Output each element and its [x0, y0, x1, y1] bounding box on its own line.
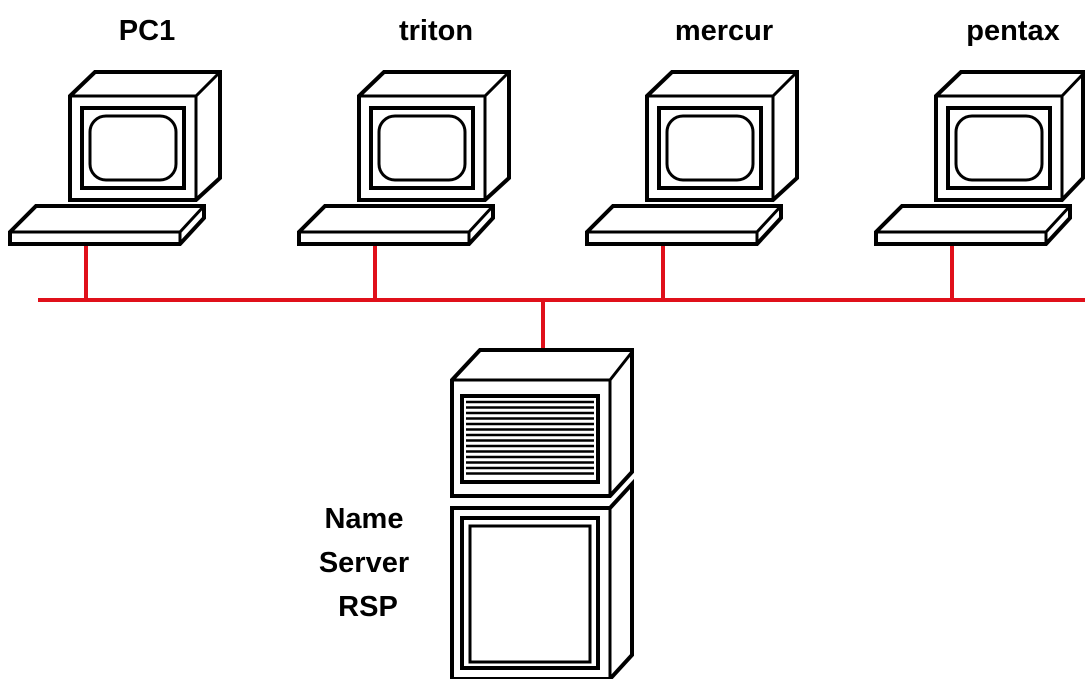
computer-label: mercur: [675, 15, 773, 47]
computer-terminal-icon: [8, 70, 222, 246]
computer-terminal-icon: [585, 70, 799, 246]
server-tower-icon: [450, 348, 634, 679]
server-label-line-2: Server: [319, 547, 409, 579]
computer-triton: triton: [297, 15, 511, 246]
computer-terminal-icon: [297, 70, 511, 246]
computer-label: triton: [399, 15, 473, 47]
computer-mercur: mercur: [585, 15, 799, 246]
server-label: Name Server RSP: [319, 503, 417, 623]
computer-label: PC1: [119, 15, 175, 47]
vent-grille: [466, 400, 594, 475]
computer-terminal-icon: [874, 70, 1085, 246]
server-label-line-3: RSP: [338, 591, 398, 623]
server-tower: Name Server RSP: [319, 348, 634, 679]
server-label-line-1: Name: [324, 503, 403, 535]
computer-label: pentax: [966, 15, 1059, 47]
computer-pentax: pentax: [874, 15, 1085, 246]
computer-pc1: PC1: [8, 15, 222, 246]
network-lines: [38, 244, 1085, 350]
